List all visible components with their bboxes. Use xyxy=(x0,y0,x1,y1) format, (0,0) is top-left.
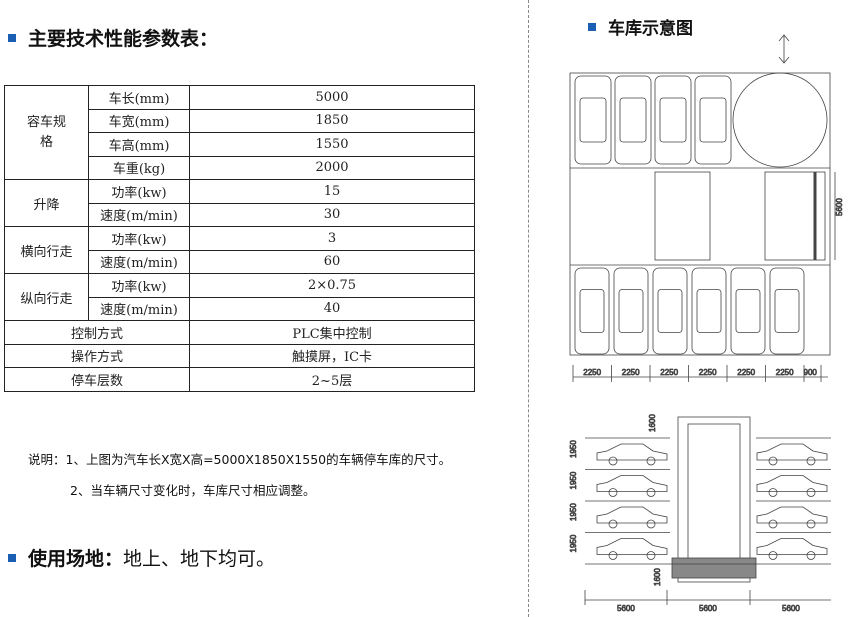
car-side xyxy=(596,443,668,466)
car-side xyxy=(596,538,668,560)
dim-width: 5600 xyxy=(699,604,717,613)
table-row: 车高(mm)1550 xyxy=(5,132,475,157)
param-name: 控制方式 xyxy=(4,320,190,345)
dim-width: 2250 xyxy=(699,368,717,377)
divider xyxy=(528,0,529,617)
group-label: 容车规格 xyxy=(4,85,89,180)
table-row: 操作方式触摸屏，IC卡 xyxy=(4,343,475,368)
car-top xyxy=(652,267,688,355)
car-side xyxy=(756,443,828,466)
dim-width: 5600 xyxy=(782,604,800,613)
dim-level: 1950 xyxy=(569,534,578,552)
car-side xyxy=(596,506,668,529)
diagram-heading: 车库示意图 xyxy=(588,14,693,39)
param-value: 2~5层 xyxy=(189,367,475,392)
dim-width: 900 xyxy=(804,368,818,377)
lift-platform xyxy=(671,557,757,579)
param-value: 触摸屏，IC卡 xyxy=(189,343,475,368)
table-row: 速度(m/min)30 xyxy=(5,202,475,227)
car-top xyxy=(574,267,610,355)
lift-carriage xyxy=(654,171,711,261)
param-value: 60 xyxy=(189,249,475,274)
param-name: 速度(m/min) xyxy=(88,296,190,321)
table-row: 横向行走功率(kw)3 xyxy=(4,226,475,274)
dim-level: 1950 xyxy=(569,440,578,458)
car-top xyxy=(691,267,727,355)
dim-level: 1950 xyxy=(569,503,578,521)
dim-width: 5600 xyxy=(617,604,635,613)
bullet-icon xyxy=(8,33,16,42)
usage-label: 使用场地： xyxy=(28,548,124,570)
table-heading: 主要技术性能参数表： xyxy=(8,24,218,51)
diagram-heading-text: 车库示意图 xyxy=(608,19,693,39)
usage-value: 地上、地下均可。 xyxy=(123,548,276,570)
dim-width: 2250 xyxy=(660,368,678,377)
dim-pit: 1600 xyxy=(653,568,662,586)
table-heading-text: 主要技术性能参数表： xyxy=(28,28,219,50)
param-name: 速度(m/min) xyxy=(88,249,190,274)
car-top xyxy=(730,267,766,355)
top-view-outline xyxy=(569,72,831,356)
note-2: 2、当车辆尺寸变化时，车库尺寸相应调整。 xyxy=(70,483,316,498)
car-side xyxy=(756,475,828,497)
turntable xyxy=(732,72,828,168)
group-label: 横向行走 xyxy=(4,226,89,274)
param-value: 40 xyxy=(189,296,475,321)
table-row: 速度(m/min)60 xyxy=(5,249,475,274)
param-value: 30 xyxy=(189,202,475,227)
dim-depth: 5600 xyxy=(835,198,844,216)
car-top xyxy=(654,75,692,165)
dim-top-clear: 1600 xyxy=(648,414,657,432)
dim-width: 2250 xyxy=(583,368,601,377)
group-label: 纵向行走 xyxy=(4,273,89,321)
dim-level: 1950 xyxy=(569,471,578,489)
param-value: 3 xyxy=(189,226,475,251)
param-value: 5000 xyxy=(189,85,475,110)
car-side xyxy=(756,538,828,560)
lift-shaft xyxy=(677,416,751,583)
car-side xyxy=(756,506,828,529)
table-row: 容车规格车长(mm)5000 xyxy=(4,85,475,180)
car-side xyxy=(596,475,668,497)
param-name: 功率(kw) xyxy=(88,179,190,204)
dim-width: 2250 xyxy=(622,368,640,377)
param-name: 车长(mm) xyxy=(88,85,190,110)
param-name: 车重(kg) xyxy=(88,155,190,180)
param-value: 1550 xyxy=(189,132,475,157)
car-top xyxy=(574,75,612,165)
table-row: 车重(kg)2000 xyxy=(5,155,475,180)
param-name: 功率(kw) xyxy=(88,273,190,298)
car-top xyxy=(694,75,732,165)
param-name: 操作方式 xyxy=(4,343,190,368)
bullet-icon xyxy=(588,22,596,31)
table-row: 纵向行走功率(kw)2×0.75 xyxy=(4,273,475,321)
param-value: PLC集中控制 xyxy=(189,320,475,345)
param-name: 停车层数 xyxy=(4,367,190,392)
bullet-icon xyxy=(8,553,16,562)
param-name: 功率(kw) xyxy=(88,226,190,251)
param-value: 2×0.75 xyxy=(189,273,475,298)
car-top xyxy=(614,75,652,165)
dim-width: 2250 xyxy=(776,368,794,377)
dim-width: 2250 xyxy=(737,368,755,377)
param-name: 速度(m/min) xyxy=(88,202,190,227)
car-top xyxy=(613,267,649,355)
table-row: 速度(m/min)40 xyxy=(5,296,475,321)
car-top xyxy=(769,267,805,355)
note-1: 说明：1、上图为汽车长X宽X高=5000X1850X1550的车辆停车库的尺寸。 xyxy=(28,452,452,467)
direction-arrow-icon xyxy=(778,34,790,64)
usage-line: 使用场地：地上、地下均可。 xyxy=(8,544,275,571)
